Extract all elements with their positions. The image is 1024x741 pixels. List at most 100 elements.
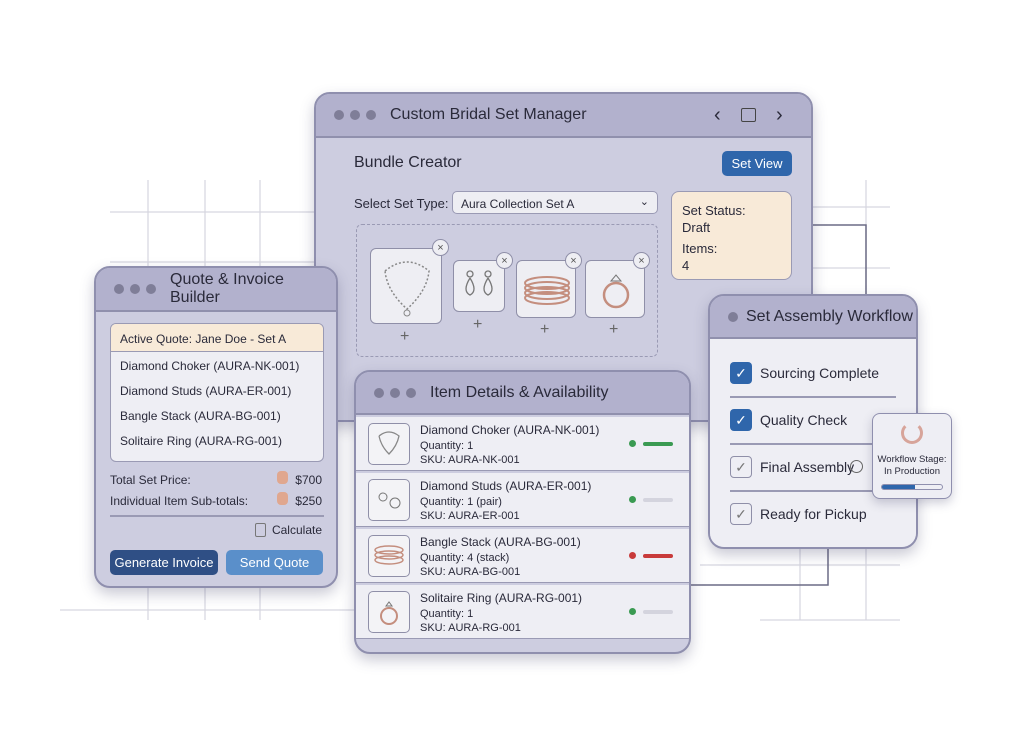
- table-row[interactable]: Solitaire Ring (AURA-RG-001) Quantity: 1…: [356, 585, 689, 639]
- table-row[interactable]: Diamond Choker (AURA-NK-001) Quantity: 1…: [356, 417, 689, 471]
- item-name: Bangle Stack (AURA-BG-001): [420, 535, 581, 549]
- set-type-value: Aura Collection Set A: [461, 197, 575, 211]
- stage-progress-bar: [881, 484, 943, 490]
- divider: [730, 443, 896, 445]
- availability-bar: [643, 498, 673, 502]
- bundle-item-ring[interactable]: [585, 260, 645, 318]
- title-bar: Quote & Invoice Builder: [96, 268, 336, 312]
- total-price-value: $700: [295, 473, 322, 487]
- calculate-label: Calculate: [271, 523, 322, 537]
- availability-dot: [629, 496, 636, 503]
- divider: [730, 490, 896, 492]
- generate-invoice-button[interactable]: Generate Invoice: [110, 550, 218, 575]
- necklace-icon: [384, 261, 430, 317]
- window-title: Set Assembly Workflow: [746, 307, 913, 325]
- subtotals-label: Individual Item Sub-totals:: [110, 494, 249, 508]
- coins-icon: [277, 471, 288, 484]
- progress-spinner-icon: [901, 422, 923, 444]
- list-item[interactable]: Diamond Choker (AURA-NK-001): [120, 359, 300, 373]
- workflow-stage-card: Workflow Stage: In Production: [872, 413, 952, 499]
- items-label: Items:: [682, 241, 718, 256]
- item-sku: SKU: AURA-NK-001: [420, 454, 520, 466]
- add-icon[interactable]: +: [473, 316, 483, 333]
- coins-icon: [277, 492, 288, 505]
- list-item[interactable]: Diamond Studs (AURA-ER-001): [120, 384, 292, 398]
- set-status-label: Set Status:: [682, 203, 746, 218]
- item-name: Diamond Choker (AURA-NK-001): [420, 423, 600, 437]
- quote-items-list: Active Quote: Jane Doe - Set A Diamond C…: [110, 323, 324, 462]
- add-icon[interactable]: +: [400, 328, 410, 345]
- title-bar: Set Assembly Workflow: [710, 296, 916, 339]
- item-name: Diamond Studs (AURA-ER-001): [420, 479, 592, 493]
- set-view-button[interactable]: Set View: [722, 151, 792, 176]
- items-value: 4: [682, 258, 690, 273]
- window-controls[interactable]: [334, 110, 376, 120]
- ring-icon: [602, 274, 630, 309]
- remove-earrings-icon[interactable]: ×: [496, 252, 513, 269]
- status-dot: [728, 311, 738, 322]
- add-icon[interactable]: +: [609, 321, 619, 338]
- table-row[interactable]: Bangle Stack (AURA-BG-001) Quantity: 4 (…: [356, 529, 689, 583]
- section-title: Bundle Creator: [354, 154, 462, 171]
- item-sku: SKU: AURA-ER-001: [420, 510, 520, 522]
- remove-necklace-icon[interactable]: ×: [432, 239, 449, 256]
- step-label: Quality Check: [760, 412, 848, 428]
- item-sku: SKU: AURA-BG-001: [420, 566, 521, 578]
- chevron-left-icon[interactable]: ‹: [714, 104, 721, 126]
- calculator-icon: [254, 523, 266, 537]
- window-controls[interactable]: [114, 284, 156, 294]
- active-quote[interactable]: Active Quote: Jane Doe - Set A: [111, 324, 323, 352]
- earrings-icon: [465, 270, 493, 296]
- bundle-item-necklace[interactable]: [370, 248, 442, 324]
- add-icon[interactable]: +: [540, 321, 550, 338]
- availability-bar: [643, 442, 673, 446]
- step-label: Sourcing Complete: [760, 365, 880, 381]
- bundle-item-earrings[interactable]: [453, 260, 505, 312]
- clock-icon: [850, 460, 863, 473]
- send-quote-button[interactable]: Send Quote: [226, 550, 323, 575]
- table-row[interactable]: Diamond Studs (AURA-ER-001) Quantity: 1 …: [356, 473, 689, 527]
- item-name: Solitaire Ring (AURA-RG-001): [420, 591, 583, 605]
- item-sku: SKU: AURA-RG-001: [420, 622, 521, 634]
- item-quantity: Quantity: 1: [420, 608, 474, 620]
- item-quantity: Quantity: 1 (pair): [420, 496, 502, 508]
- item-quantity: Quantity: 4 (stack): [420, 552, 510, 564]
- pickup-checkbox[interactable]: ✓: [730, 503, 752, 525]
- item-quantity: Quantity: 1: [420, 440, 474, 452]
- chevron-right-icon[interactable]: ›: [776, 104, 783, 126]
- title-bar: Custom Bridal Set Manager ‹ ›: [316, 94, 811, 138]
- stage-label: Workflow Stage:: [877, 454, 947, 465]
- assembly-checkbox[interactable]: ✓: [730, 456, 752, 478]
- remove-ring-icon[interactable]: ×: [633, 252, 650, 269]
- bridal-set-manager-window: Custom Bridal Set Manager ‹ › Bundle Cre…: [314, 92, 813, 422]
- bundle-drop-zone[interactable]: × + × + × + × +: [356, 224, 658, 357]
- quality-checkbox[interactable]: ✓: [730, 409, 752, 431]
- item-details-window: Item Details & Availability Diamond Chok…: [354, 370, 691, 654]
- total-price-label: Total Set Price:: [110, 473, 191, 487]
- window-title: Quote & Invoice Builder: [170, 271, 284, 306]
- necklace-icon: [368, 423, 410, 465]
- select-set-type-label: Select Set Type:: [354, 196, 449, 211]
- availability-dot: [629, 552, 636, 559]
- window-title: Custom Bridal Set Manager: [390, 106, 587, 123]
- quote-invoice-window: Quote & Invoice Builder Active Quote: Ja…: [94, 266, 338, 588]
- list-item[interactable]: Solitaire Ring (AURA-RG-001): [120, 434, 283, 448]
- subtotals-value: $250: [295, 494, 322, 508]
- chevron-down-icon: ⌄: [639, 196, 649, 208]
- list-item[interactable]: Bangle Stack (AURA-BG-001): [120, 409, 281, 423]
- stage-value: In Production: [884, 466, 940, 477]
- window-duplicate-icon[interactable]: [741, 108, 756, 122]
- bangles-icon: [368, 535, 410, 577]
- sourcing-checkbox[interactable]: ✓: [730, 362, 752, 384]
- title-bar: Item Details & Availability: [356, 372, 689, 415]
- earrings-icon: [368, 479, 410, 521]
- window-title: Item Details & Availability: [430, 383, 609, 401]
- calculate-button[interactable]: Calculate: [254, 523, 322, 537]
- window-controls[interactable]: [374, 387, 416, 398]
- remove-bangles-icon[interactable]: ×: [565, 252, 582, 269]
- set-type-select[interactable]: Aura Collection Set A ⌄: [452, 191, 658, 214]
- bundle-item-bangles[interactable]: [516, 260, 576, 318]
- availability-dot: [629, 608, 636, 615]
- availability-bar: [643, 610, 673, 614]
- set-status-value: Draft: [682, 220, 711, 235]
